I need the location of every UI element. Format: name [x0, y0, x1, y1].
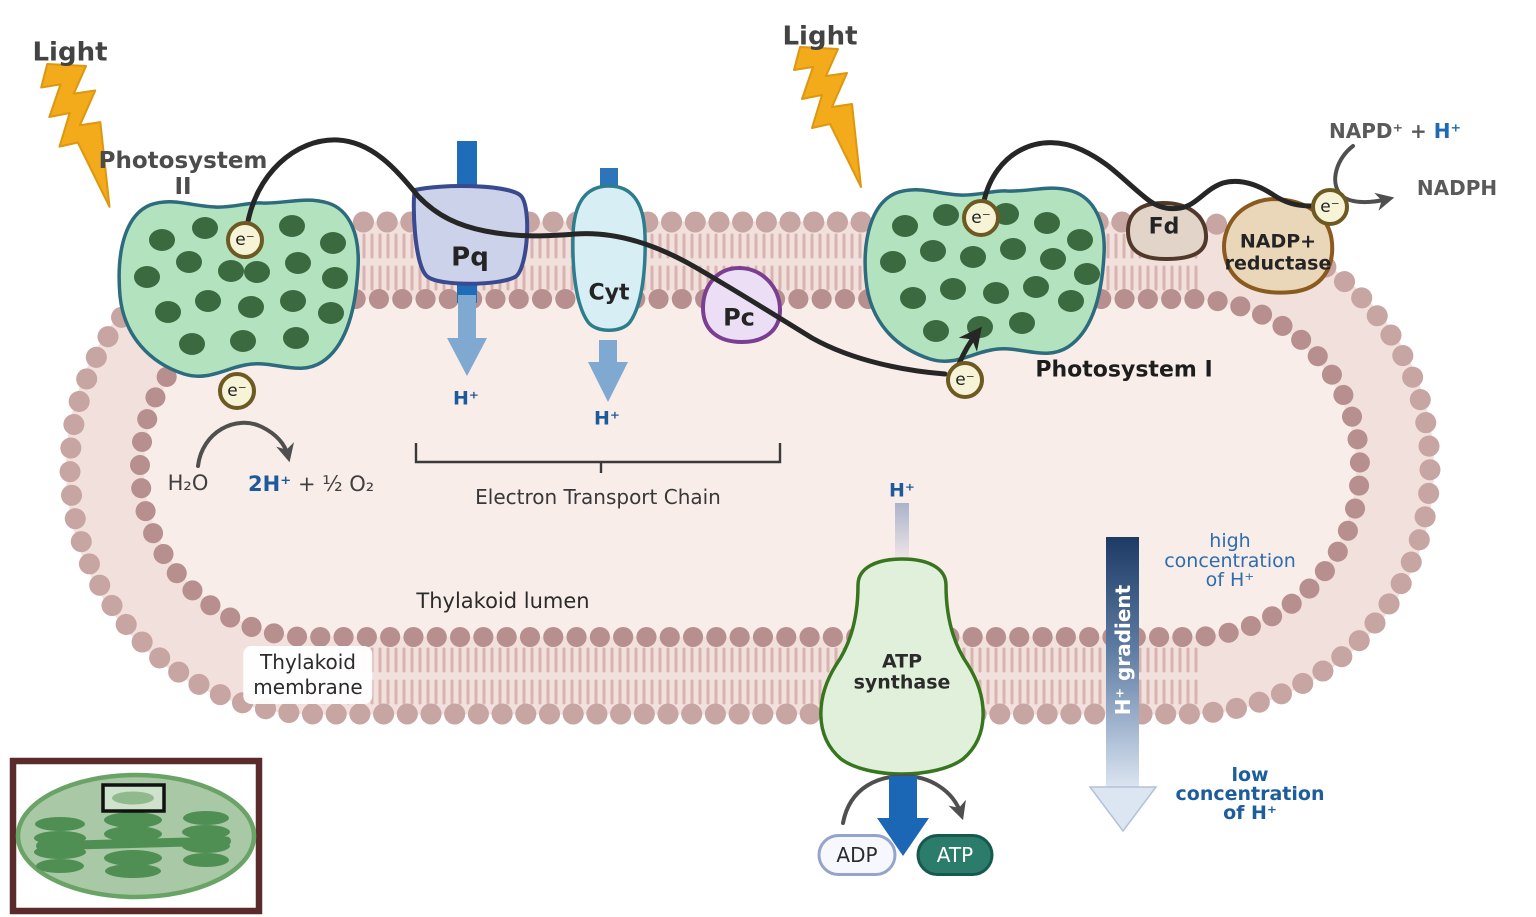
- light-label-2: Light: [782, 21, 858, 52]
- lightning-bolt-icon: [40, 62, 111, 208]
- pc-label: Pc: [723, 303, 755, 332]
- nadp-reductase-shape: [1222, 196, 1335, 295]
- h-plus-label-synthase: H⁺: [889, 479, 915, 502]
- stroma-lamella: [36, 836, 231, 851]
- water-split-arrow: [196, 420, 295, 468]
- cytochrome-shape: [571, 184, 647, 332]
- atp-synthase-shape: [819, 557, 985, 776]
- h2o-label: H₂O: [167, 471, 209, 496]
- nadp-reductase-label-line1: NADP+: [1239, 230, 1317, 253]
- electron-path-psii-to-psi: [244, 137, 948, 377]
- atp-synthase-label-line2: synthase: [853, 671, 951, 694]
- photosystem-ii-label-line2: II: [174, 174, 192, 201]
- thylakoid-highlight-box: [101, 783, 166, 813]
- product-o2-label: + ½ O₂: [291, 472, 375, 496]
- water-split-products: 2H⁺ + ½ O₂: [248, 472, 374, 496]
- thylakoid-membrane-label-line2: membrane: [253, 675, 363, 699]
- h-plus-arrow-pq: [447, 295, 487, 376]
- thylakoid-membrane-label-line1: Thylakoid: [260, 650, 356, 674]
- h-plus-flow-into-synthase: [895, 503, 909, 567]
- thylakoid-membrane-label: Thylakoid membrane: [243, 646, 373, 704]
- cyt-label: Cyt: [588, 280, 630, 306]
- photosystem-ii-shape: [117, 198, 360, 378]
- low-concentration-line3: of H⁺: [1223, 802, 1277, 825]
- h-gradient-arrow-label: H⁺ gradient: [1110, 584, 1135, 716]
- photosystem-i-label: Photosystem I: [1035, 357, 1213, 383]
- lightning-bolt-icon: [793, 46, 862, 188]
- h-plus-label-cyt: H⁺: [594, 407, 620, 430]
- atp-pill: ATP: [916, 834, 994, 876]
- high-concentration-line1: high: [1209, 530, 1251, 553]
- high-concentration-line2: concentration: [1164, 550, 1296, 573]
- psii-pigment-dots: [134, 215, 348, 355]
- electron-badge: e⁻: [946, 361, 984, 399]
- atp-synthase-label-line1: ATP: [881, 650, 923, 673]
- high-concentration-line3: of H⁺: [1205, 569, 1255, 592]
- electron-transport-chain-label: Electron Transport Chain: [475, 484, 721, 509]
- pq-label: Pq: [451, 242, 489, 273]
- nadp-reductase-label-line2: reductase: [1224, 252, 1332, 275]
- product-2h-label: 2H⁺: [248, 472, 292, 496]
- thylakoid-lumen-label: Thylakoid lumen: [416, 589, 590, 614]
- lipid-tails-bottom: [300, 647, 1200, 705]
- electron-path-psi-to-nadp: [981, 140, 1314, 212]
- electron-badge: e⁻: [1311, 188, 1349, 226]
- plastoquinone-shape: [411, 184, 530, 286]
- low-concentration-line1: low: [1231, 764, 1269, 787]
- h-plus-label-pq: H⁺: [453, 387, 479, 410]
- chloroplast-inset: [9, 757, 263, 915]
- etc-bracket: [414, 443, 782, 473]
- photosystem-i-shape: [863, 186, 1106, 363]
- electron-badge: e⁻: [226, 221, 264, 259]
- phospholipid-heads-outer: [59, 211, 1441, 725]
- nadp-substrate-label: NAPD⁺ + H⁺: [1329, 119, 1461, 143]
- napd-prefix-label: NAPD⁺ +: [1329, 119, 1434, 143]
- low-concentration-line2: concentration: [1175, 783, 1325, 806]
- napd-h-plus-label: H⁺: [1433, 119, 1462, 143]
- ferredoxin-shape: [1125, 200, 1208, 262]
- h-plus-arrow-cyt: [588, 340, 628, 402]
- nadph-label: NADPH: [1416, 175, 1498, 200]
- plastocyanin-shape: [700, 265, 783, 345]
- photosystem-ii-label-line1: Photosystem: [98, 148, 268, 175]
- granum-stacks: [34, 811, 231, 878]
- thylakoid-lumen-shape: [140, 299, 1360, 637]
- psi-pigment-dots: [880, 203, 1100, 342]
- h-gradient-arrow: [1088, 537, 1158, 833]
- atp-synthase-output-arrow: [877, 776, 929, 856]
- electron-badge: e⁻: [218, 372, 256, 410]
- electron-badge: e⁻: [962, 199, 1000, 237]
- light-label-1: Light: [32, 37, 108, 68]
- fd-label: Fd: [1148, 214, 1180, 240]
- adp-pill: ADP: [817, 834, 897, 876]
